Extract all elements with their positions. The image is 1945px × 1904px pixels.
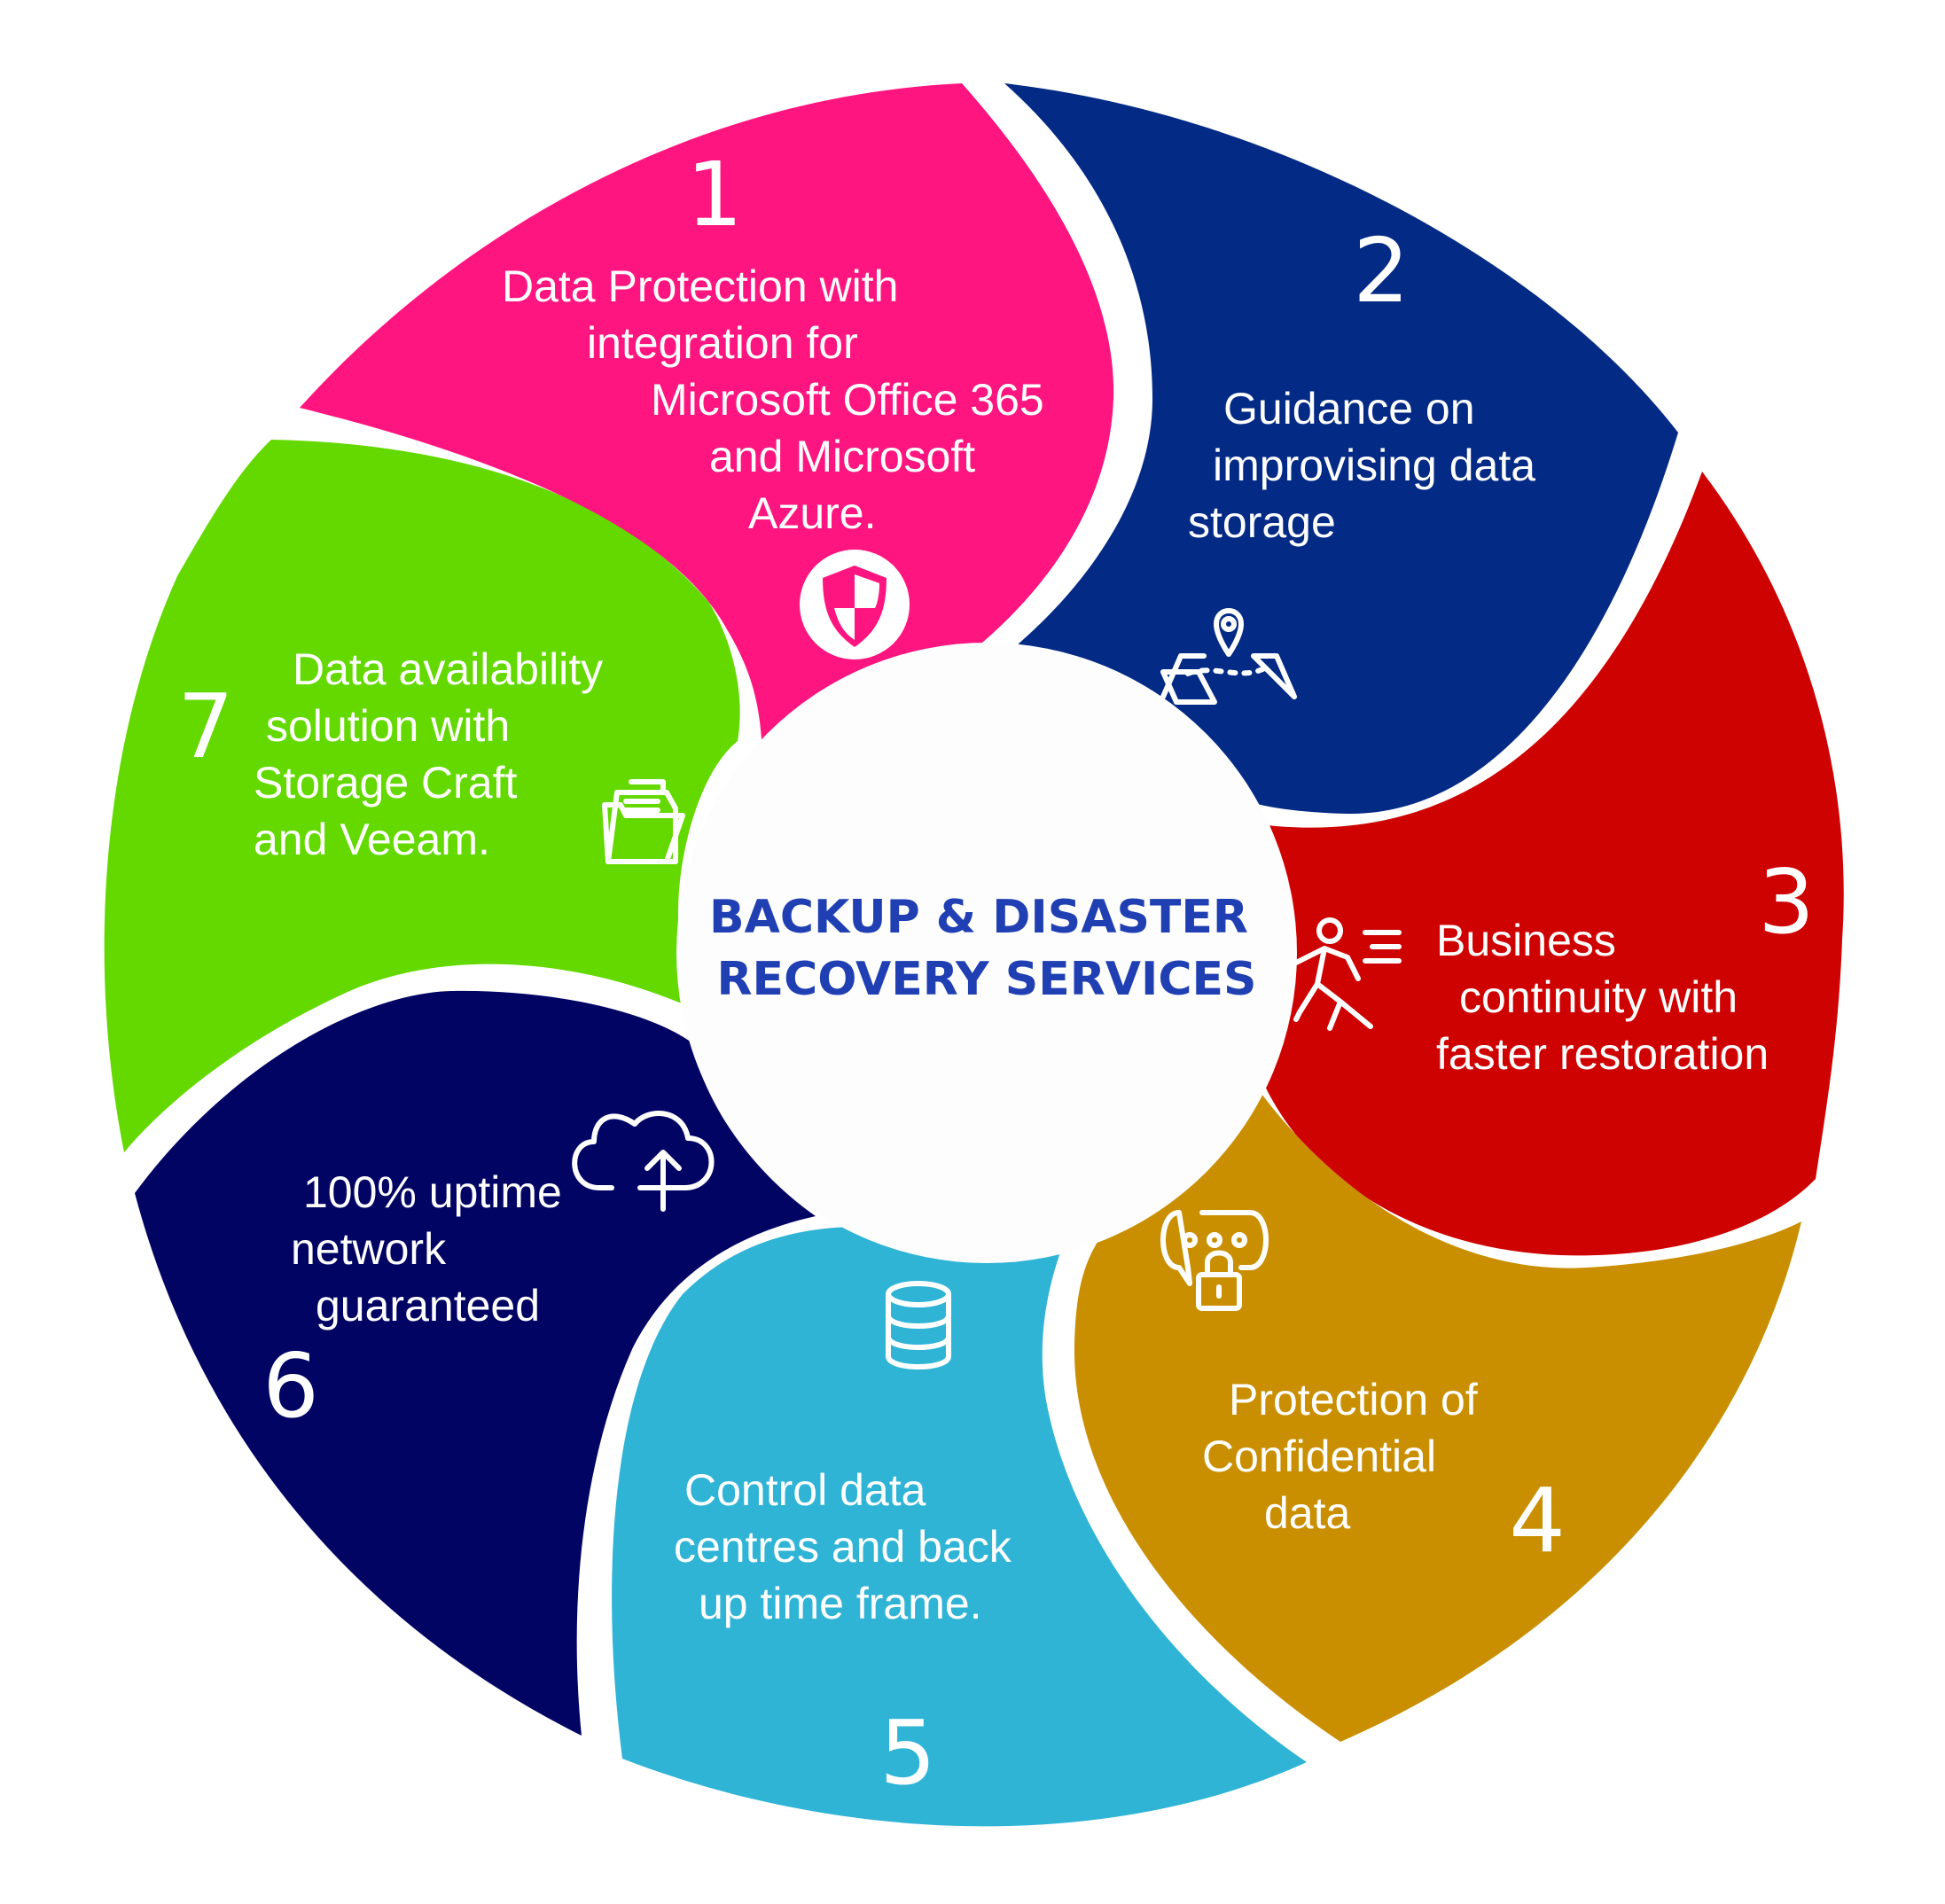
segment-5-line-2: centres and back <box>674 1522 1012 1572</box>
segment-4-line-3: data <box>1264 1488 1351 1538</box>
svg-text:Data Protection with int: Data Protection with integration for Mic… <box>502 261 1057 538</box>
segment-3-shape <box>1246 472 1844 1256</box>
segment-3-line-1: Business <box>1436 916 1616 965</box>
folder-documents-icon <box>602 779 685 864</box>
segment-7-line-4: and Veeam. <box>254 815 490 864</box>
segment-1-line-4: and Microsoft <box>709 432 975 481</box>
center-title-line-1: BACKUP & DISASTER <box>709 891 1248 944</box>
database-icon <box>886 1281 951 1369</box>
segment-7-line-2: solution with <box>266 701 510 751</box>
center-circle <box>676 643 1297 1263</box>
segment-4: 4 Protection of Confidential data <box>1074 1073 1801 1742</box>
segment-2-shape <box>1004 83 1678 815</box>
segment-7-line-3: Storage Craft <box>254 758 517 808</box>
segment-4-shape <box>1074 1073 1801 1742</box>
segment-6-shape <box>135 990 816 1736</box>
svg-text:Data availability soluti: Data availability solution with Storage … <box>254 644 615 864</box>
svg-text:BACKUP & DISASTER RECOVE: BACKUP & DISASTER RECOVERY SERVICES <box>709 891 1264 1006</box>
segment-6-line-3: guaranteed <box>316 1281 540 1330</box>
segment-4-line-2: Confidential <box>1202 1432 1436 1481</box>
segment-7-number: 7 <box>177 675 234 778</box>
segment-2-number: 2 <box>1353 219 1410 323</box>
segment-1-number: 1 <box>686 143 743 246</box>
segment-5-line-3: up time frame. <box>699 1579 982 1628</box>
segment-6-line-2: network <box>291 1224 447 1274</box>
segment-6: 6 100% uptime network guaranteed <box>135 990 816 1736</box>
segment-7-shape <box>104 440 740 1152</box>
segment-3-number: 3 <box>1758 850 1815 954</box>
segment-7-line-1: Data availability <box>293 644 603 694</box>
segment-3-line-2: continuity with <box>1459 972 1738 1022</box>
segment-1-line-3: Microsoft Office 365 <box>651 375 1044 425</box>
running-person-icon <box>1293 917 1402 1031</box>
segment-4-line-1: Protection of <box>1229 1375 1478 1424</box>
segment-7: 7 Data availability solution with Storag… <box>104 440 740 1152</box>
segment-6-number: 6 <box>262 1334 319 1438</box>
segment-1: 1 Data Protection with integration for M… <box>300 83 1114 755</box>
shield-icon <box>800 550 910 659</box>
map-pin-icon <box>1160 608 1297 705</box>
segment-2-line-3: storage <box>1188 497 1336 547</box>
svg-text:Control data centres and: Control data centres and back up time fr… <box>674 1465 1024 1628</box>
segment-1-line-1: Data Protection with <box>502 261 898 311</box>
svg-text:Guidance on improvising: Guidance on improvising data storage <box>1188 384 1548 547</box>
svg-text:100% uptime network: 100% uptime network guaranteed <box>291 1167 574 1330</box>
segment-6-line-1: 100% uptime <box>303 1167 562 1217</box>
segment-5-number: 5 <box>879 1701 936 1805</box>
segment-5: 5 Control data centres and back up time … <box>612 1227 1307 1827</box>
segment-2: 2 Guidance on improvising data storage <box>1004 83 1678 815</box>
segment-1-line-5: Azure. <box>748 488 877 538</box>
cloud-upload-icon <box>572 1111 715 1212</box>
segment-2-line-1: Guidance on <box>1223 384 1475 433</box>
segment-1-line-2: integration for <box>587 318 858 368</box>
center-hub: BACKUP & DISASTER RECOVERY SERVICES <box>676 643 1297 1263</box>
segment-3-line-3: faster restoration <box>1436 1029 1769 1079</box>
segment-1-shape <box>300 83 1114 755</box>
svg-text:Business continuity with: Business continuity with faster restorat… <box>1436 916 1769 1079</box>
segment-5-shape <box>612 1227 1307 1827</box>
segment-4-number: 4 <box>1509 1469 1566 1572</box>
center-title-line-2: RECOVERY SERVICES <box>717 953 1257 1006</box>
chat-lock-icon <box>1160 1210 1269 1311</box>
segment-5-line-1: Control data <box>684 1465 926 1515</box>
segment-2-line-2: improvising data <box>1213 441 1535 490</box>
segment-3: 3 Business continuity with faster restor… <box>1246 472 1844 1256</box>
svg-text:Protection of Confidenti: Protection of Confidential data <box>1202 1375 1490 1538</box>
